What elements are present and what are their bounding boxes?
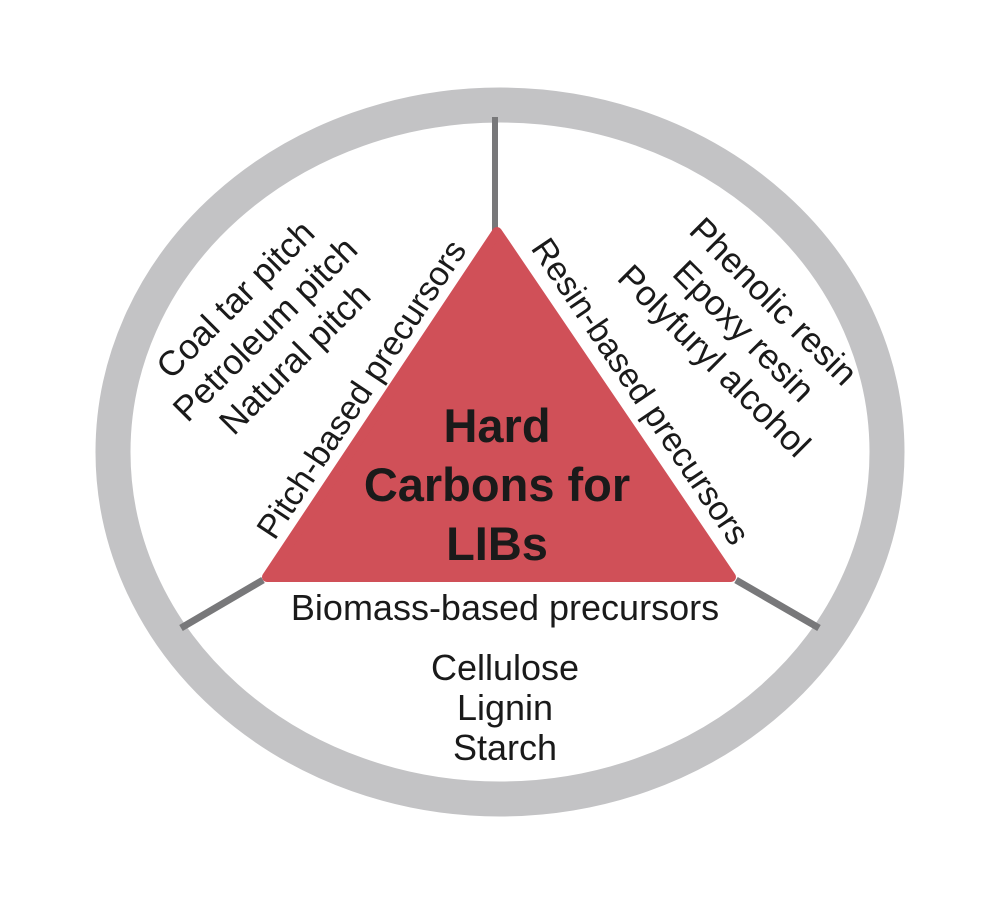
biomass-item-starch: Starch bbox=[453, 727, 557, 768]
title-line-3: LIBs bbox=[446, 517, 548, 570]
biomass-section-label: Biomass-based precursors bbox=[291, 587, 719, 628]
biomass-item-lignin: Lignin bbox=[457, 687, 553, 728]
section-biomass: Biomass-based precursors Cellulose Ligni… bbox=[291, 587, 719, 768]
center-title: Hard Carbons for LIBs bbox=[364, 399, 630, 570]
divider-bottom-right bbox=[734, 576, 821, 632]
center-triangle bbox=[262, 227, 736, 582]
title-line-1: Hard bbox=[443, 399, 550, 452]
divider-bottom-left bbox=[179, 576, 265, 632]
biomass-item-cellulose: Cellulose bbox=[431, 647, 579, 688]
title-line-2: Carbons for bbox=[364, 458, 630, 511]
